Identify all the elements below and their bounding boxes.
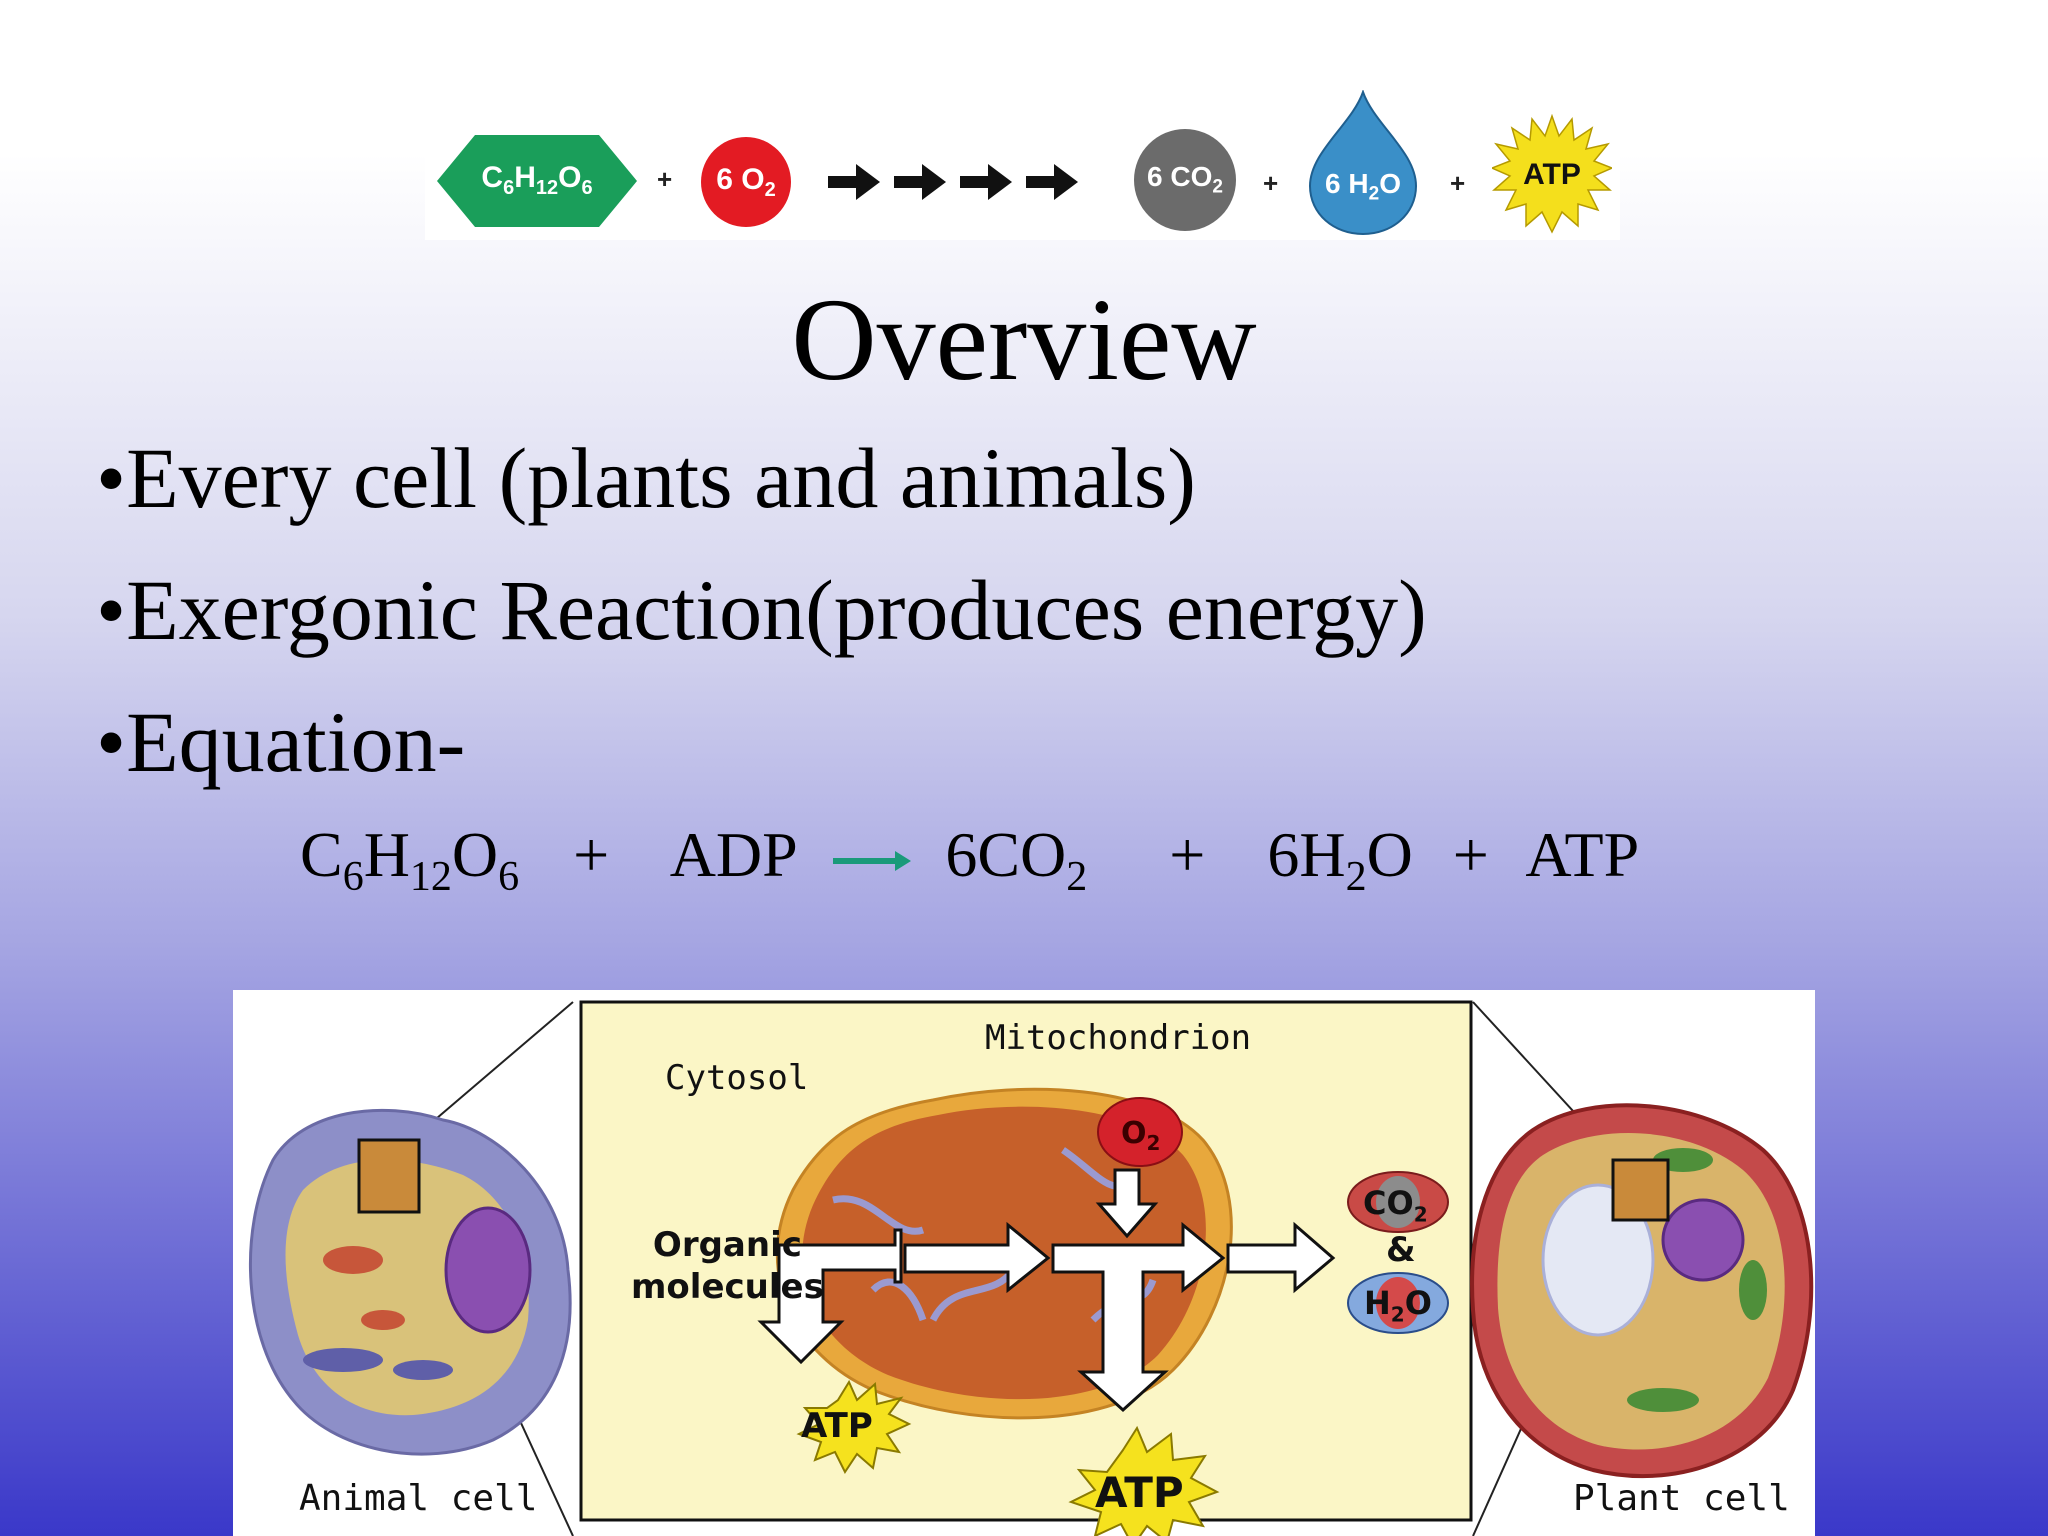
bullet-equation: •Equation- (96, 694, 466, 790)
banner-plus-2: + (1263, 168, 1279, 198)
cellular-respiration-figure: Mitochondrion Cytosol Organic molecules … (233, 990, 1815, 1536)
ampersand-label: & (1386, 1230, 1416, 1270)
equation-product-water: 6H2O (1267, 819, 1413, 900)
reaction-banner: C6H12O6 + 6 O2 6 CO2 + (425, 80, 1620, 240)
o2-label: O2 (1121, 1116, 1161, 1155)
flow-arrows (757, 1168, 1336, 1413)
water-label: 6 H2O (1325, 168, 1401, 205)
banner-plus-1: + (657, 164, 673, 194)
h2o-bubble (1347, 1272, 1449, 1334)
organic-line-2: molecules (631, 1267, 824, 1307)
atp-large-label: ATP (1095, 1468, 1184, 1517)
oxygen-label: 6 O2 (716, 163, 776, 201)
figure-illustration (248, 1000, 1814, 1536)
glucose-label: C6H12O6 (481, 161, 593, 199)
circle-icon (1134, 129, 1236, 231)
organic-line-1: Organic (652, 1225, 802, 1265)
bullet-every-cell: •Every cell (plants and animals) (96, 430, 1196, 526)
respiration-equation: C6H12O6 + ADP 6CO2 + 6H2O + ATP (300, 815, 1640, 900)
atp-small-label: ATP (801, 1406, 873, 1446)
animal-cell-label: Animal cell (299, 1478, 538, 1519)
organic-molecules-label: Organic molecules (631, 1224, 824, 1308)
equation-plus-3: + (1452, 819, 1489, 890)
hexagon-icon (437, 135, 637, 227)
water-drop-icon (1308, 88, 1418, 236)
oxygen-circle: 6 O2 (700, 136, 792, 228)
starburst-icon (1490, 113, 1614, 234)
atp-burst-small (796, 1379, 912, 1474)
equation-reactant-adp: ADP (669, 819, 796, 890)
mitochondrion-label: Mitochondrion (985, 1018, 1252, 1058)
cytosol-label: Cytosol (665, 1058, 809, 1098)
banner-plus-3: + (1450, 168, 1466, 198)
co2-label: CO2 (1363, 1184, 1428, 1227)
carbon-dioxide-label: 6 CO2 (1147, 161, 1223, 198)
circle-icon (701, 137, 791, 227)
glucose-hexagon: C6H12O6 (437, 135, 637, 227)
bullet-exergonic: •Exergonic Reaction(produces energy) (96, 562, 1427, 658)
equation-product-co2: 6CO2 (945, 819, 1088, 900)
plant-cell-illustration (1470, 1103, 1814, 1479)
h2o-label: H2O (1364, 1284, 1432, 1327)
co2-bubble (1347, 1171, 1449, 1233)
water-drop: 6 H2O (1308, 88, 1418, 236)
carbon-dioxide-circle: 6 CO2 (1133, 128, 1237, 232)
atp-label: ATP (1523, 158, 1581, 191)
plant-cell-label: Plant cell (1573, 1478, 1790, 1519)
slide-title: Overview (791, 274, 1257, 405)
reaction-arrows-icon (828, 164, 1078, 200)
equation-reactant-glucose: C6H12O6 (300, 819, 520, 900)
equation-plus-2: + (1169, 819, 1206, 890)
equation-product-atp: ATP (1525, 819, 1640, 890)
oxygen-bubble (1097, 1097, 1183, 1167)
animal-cell-illustration (248, 1108, 572, 1456)
atp-burst-large (1068, 1425, 1220, 1536)
reaction-arrow-icon (833, 851, 912, 872)
atp-burst: ATP (1490, 113, 1614, 234)
equation-plus-1: + (573, 819, 610, 890)
